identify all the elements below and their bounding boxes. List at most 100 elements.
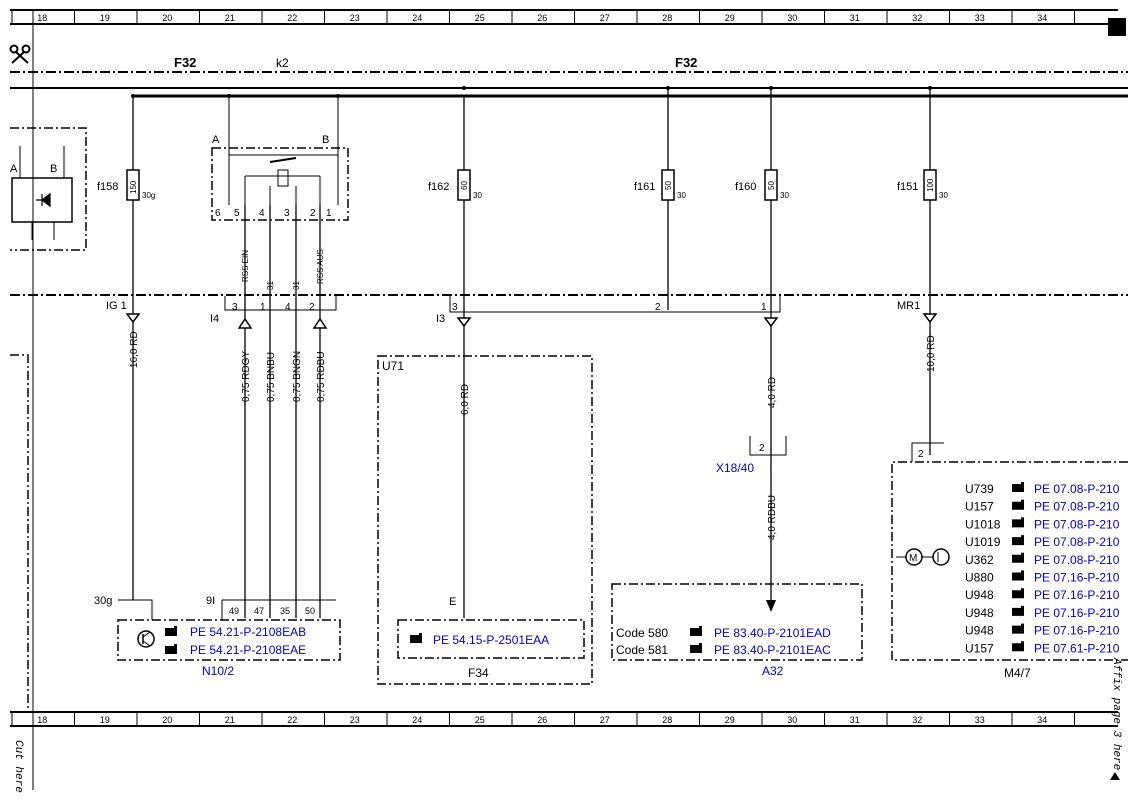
module-n10-2: 30g 9I 49 47 35 50 PE 54.21-P-2108EAB PE… [94, 595, 341, 678]
svg-text:9I: 9I [206, 595, 215, 607]
svg-text:3: 3 [232, 302, 238, 313]
m4-7-ref[interactable]: PE 07.16-P-210 [1034, 606, 1120, 620]
ruler-column-number: 22 [287, 13, 297, 23]
left-partial-module [10, 354, 29, 710]
reference-hand-icon [690, 643, 702, 653]
relay-output-wires [244, 205, 321, 618]
m4-7-ref[interactable]: PE 07.61-P-210 [1034, 641, 1120, 655]
a32-label[interactable]: A32 [762, 664, 784, 678]
x18-40-label[interactable]: X18/40 [716, 461, 754, 475]
svg-text:M: M [909, 553, 917, 564]
ruler-column-number: 26 [537, 715, 547, 725]
ruler-column-number: 20 [162, 715, 172, 725]
ruler-column-number: 28 [662, 715, 672, 725]
m4-7-ref[interactable]: PE 07.16-P-210 [1034, 588, 1120, 602]
scissors-icon [9, 44, 31, 64]
svg-text:E: E [449, 596, 456, 608]
reference-hand-icon [1012, 605, 1024, 616]
svg-text:0,75 RDGY: 0,75 RDGY [241, 351, 252, 402]
reference-hand-icon [410, 633, 422, 643]
bus-label-left: F32 [174, 55, 196, 70]
n10-label[interactable]: N10/2 [202, 664, 234, 678]
m4-7-ref[interactable]: PE 07.08-P-210 [1034, 500, 1120, 514]
svg-text:4,0 RD: 4,0 RD [767, 377, 778, 408]
svg-text:4,0 RDBU: 4,0 RDBU [767, 495, 778, 540]
svg-text:16,0 RD: 16,0 RD [129, 331, 140, 368]
reference-hand-icon [1012, 588, 1024, 599]
ruler-column-number: 24 [412, 715, 422, 725]
m4-7-ref[interactable]: PE 07.08-P-210 [1034, 553, 1120, 567]
ruler-column-number: 29 [725, 715, 735, 725]
ruler-column-number: 33 [975, 13, 985, 23]
ruler-column-number: 24 [412, 13, 422, 23]
svg-text:49: 49 [229, 606, 239, 616]
m4-7-ref[interactable]: PE 07.16-P-210 [1034, 624, 1120, 638]
reference-hand-icon [1012, 482, 1024, 492]
m4-7-code: U1019 [965, 535, 1001, 549]
svg-text:B: B [50, 163, 57, 175]
ruler-column-number: 33 [975, 715, 985, 725]
svg-text:150: 150 [129, 180, 138, 194]
fuse-f161-label: f161 [634, 181, 655, 193]
n10-ref-1[interactable]: PE 54.21-P-2108EAB [190, 625, 306, 639]
svg-text:Code 581: Code 581 [616, 643, 668, 657]
reference-hand-icon [690, 626, 702, 636]
fuse-f162 [457, 169, 471, 201]
svg-text:60: 60 [460, 181, 469, 190]
ruler-column-number: 31 [850, 13, 860, 23]
ruler-column-number: 28 [662, 13, 672, 23]
connector-ig1-label: IG 1 [106, 300, 127, 312]
connector-mr1 [922, 313, 938, 324]
reference-hand-icon [1012, 641, 1024, 652]
signal-rss-aus: RSS AUS [316, 249, 325, 284]
svg-text:I4: I4 [210, 313, 219, 325]
f34-ref[interactable]: PE 54.15-P-2501EAA [433, 633, 549, 647]
svg-text:2: 2 [655, 302, 661, 313]
m4-7-code: U157 [965, 641, 994, 655]
connector-i3: I3 3 2 1 [436, 296, 781, 328]
m4-7-code: U948 [965, 588, 994, 602]
a32-ref-2[interactable]: PE 83.40-P-2101EAC [714, 643, 831, 657]
svg-text:35: 35 [280, 606, 290, 616]
ruler-column-number: 34 [1037, 715, 1047, 725]
connector-ig1 [125, 313, 141, 324]
reference-hand-icon [1012, 517, 1024, 528]
m4-7-ref[interactable]: PE 07.08-P-210 [1034, 517, 1120, 531]
reference-hand-icon [165, 644, 177, 654]
m4-7-code: U880 [965, 571, 994, 585]
fuse-f161 [661, 169, 675, 201]
fuse-f158-label: f158 [97, 181, 118, 193]
signal-31a: 31 [266, 281, 275, 290]
affix-page-note: Affix page 3 here [1110, 657, 1122, 770]
n10-ref-2[interactable]: PE 54.21-P-2108EAE [190, 643, 306, 657]
svg-text:4: 4 [285, 302, 291, 313]
svg-text:10,0 RD: 10,0 RD [926, 335, 937, 372]
motor-icon: M [896, 548, 950, 566]
reference-hand-icon [1012, 623, 1024, 634]
svg-text:I3: I3 [436, 313, 445, 325]
f34-label: F34 [468, 666, 489, 680]
ruler-column-number: 18 [37, 13, 47, 23]
svg-text:0,75 BNGN: 0,75 BNGN [292, 351, 303, 402]
m4-7-label: M4/7 [1004, 666, 1031, 680]
svg-text:1: 1 [260, 302, 266, 313]
ruler-column-number: 27 [600, 13, 610, 23]
m4-7-ref[interactable]: PE 07.08-P-210 [1034, 482, 1120, 496]
ruler-column-number: 31 [850, 715, 860, 725]
svg-text:47: 47 [254, 606, 264, 616]
a32-ref-1[interactable]: PE 83.40-P-2101EAD [714, 626, 831, 640]
m4-7-ref[interactable]: PE 07.16-P-210 [1034, 571, 1120, 585]
ruler-column-number: 20 [162, 13, 172, 23]
svg-text:5: 5 [234, 208, 240, 219]
svg-text:A: A [10, 163, 18, 175]
ruler-column-number: 23 [350, 13, 360, 23]
reference-hand-icon [1012, 552, 1024, 563]
m4-7-ref[interactable]: PE 07.08-P-210 [1034, 535, 1120, 549]
connector-x18-40: 2 X18/40 [716, 436, 787, 612]
ruler-column-number: 21 [225, 13, 235, 23]
ruler-column-number: 19 [100, 13, 110, 23]
arrow-up-icon [1110, 772, 1120, 780]
